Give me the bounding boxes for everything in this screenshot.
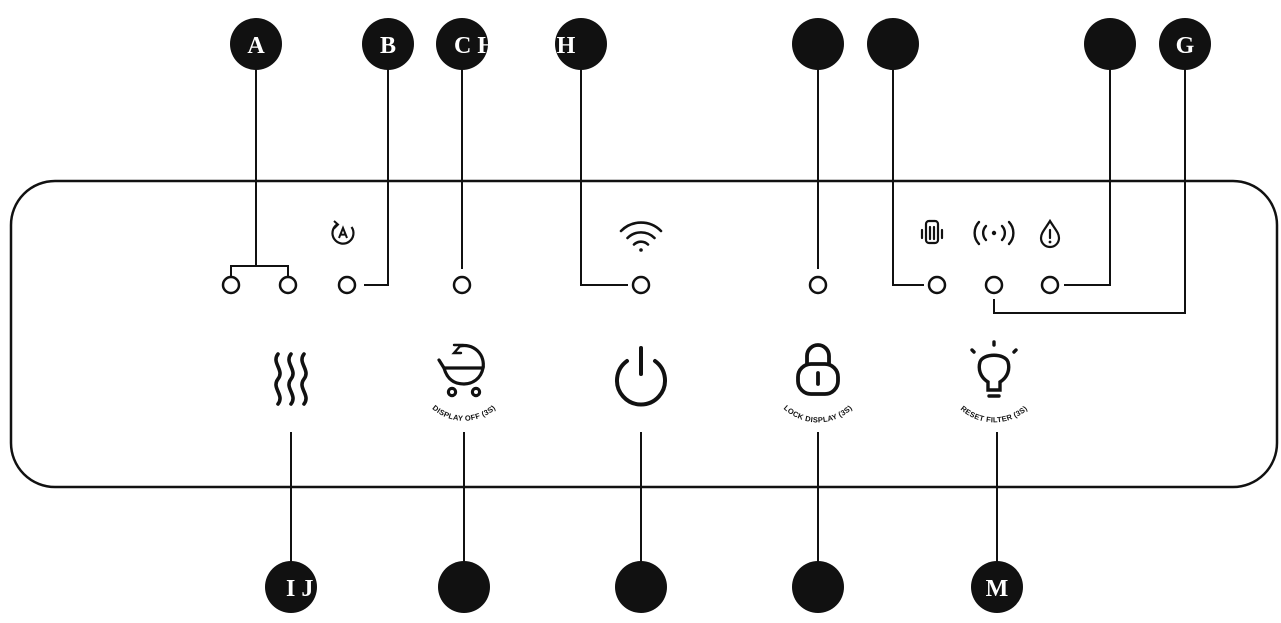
wifi-icon xyxy=(619,221,663,252)
display-off-button[interactable]: DISPLAY OFF (3S) xyxy=(420,343,508,423)
callout-blank-5 xyxy=(615,561,667,613)
water-tank-icon xyxy=(920,219,944,245)
led-tank xyxy=(927,275,947,295)
svg-text:I J: I J xyxy=(286,576,313,602)
padlock-icon xyxy=(796,343,840,396)
callout-g: G xyxy=(1159,18,1211,70)
callout-blank-2 xyxy=(867,18,919,70)
mist-button[interactable] xyxy=(274,352,308,406)
callout-blank-4 xyxy=(438,561,490,613)
callout-m: M xyxy=(971,561,1023,613)
display-off-caption: DISPLAY OFF (3S) xyxy=(431,403,498,423)
water-drop-alert-icon xyxy=(1039,218,1061,249)
led-auto xyxy=(337,275,357,295)
led-signal xyxy=(984,275,1004,295)
reset-filter-caption: RESET FILTER (3S) xyxy=(959,404,1030,425)
led-wifi xyxy=(631,275,651,295)
svg-text:G: G xyxy=(1176,33,1195,59)
svg-text:C H: C H xyxy=(454,33,496,59)
callout-a: A xyxy=(230,18,282,70)
control-panel-outline xyxy=(9,179,1279,489)
led-lock xyxy=(808,275,828,295)
led-a-right xyxy=(278,275,298,295)
baby-stroller-icon xyxy=(437,343,485,398)
lightbulb-icon xyxy=(970,340,1018,398)
auto-mode-icon xyxy=(331,220,355,245)
callouts-bottom: I J M xyxy=(265,561,1023,613)
svg-text:H: H xyxy=(557,33,576,59)
svg-text:M: M xyxy=(986,576,1009,602)
steam-waves-icon xyxy=(274,352,308,406)
wireless-signal-icon xyxy=(973,220,1015,246)
callout-h: H xyxy=(555,18,607,70)
callouts-top: A B C H H G xyxy=(230,18,1211,70)
svg-text:B: B xyxy=(380,33,396,59)
callout-b: B xyxy=(362,18,414,70)
reset-filter-button[interactable]: RESET FILTER (3S) xyxy=(948,340,1040,425)
led-a-left xyxy=(221,275,241,295)
lock-display-button[interactable]: LOCK DISPLAY (3S) xyxy=(772,343,864,424)
power-button[interactable] xyxy=(615,346,667,407)
svg-text:A: A xyxy=(247,33,265,59)
callout-ij: I J xyxy=(265,561,317,613)
led-drop xyxy=(1040,275,1060,295)
led-c xyxy=(452,275,472,295)
lock-display-caption: LOCK DISPLAY (3S) xyxy=(782,403,854,424)
indicator-leds xyxy=(221,275,1060,295)
callout-blank-6 xyxy=(792,561,844,613)
callout-blank-3 xyxy=(1084,18,1136,70)
callout-c: C H xyxy=(436,18,496,70)
power-icon xyxy=(615,346,667,407)
callout-blank-1 xyxy=(792,18,844,70)
leader-lines xyxy=(230,44,1186,587)
